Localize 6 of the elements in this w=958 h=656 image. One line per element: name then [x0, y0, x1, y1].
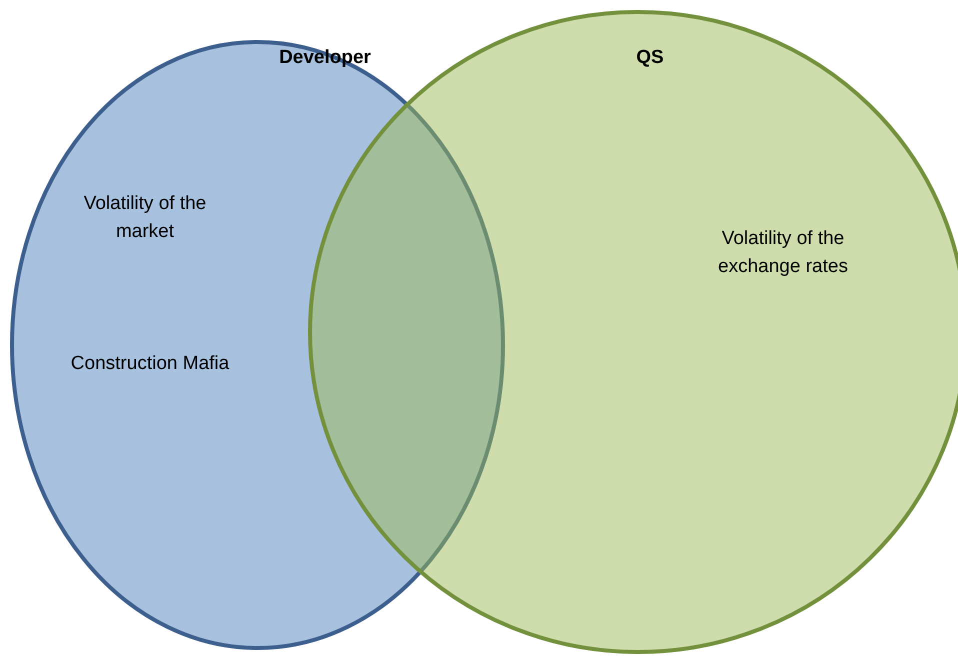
set-title: Developer — [278, 46, 372, 70]
set-item: Construction Mafia — [70, 352, 230, 376]
venn-circle — [10, 40, 505, 650]
set-item: Volatility of the market — [82, 192, 208, 244]
set-title: QS — [635, 46, 665, 70]
set-item: Volatility of the exchange rates — [717, 227, 849, 279]
